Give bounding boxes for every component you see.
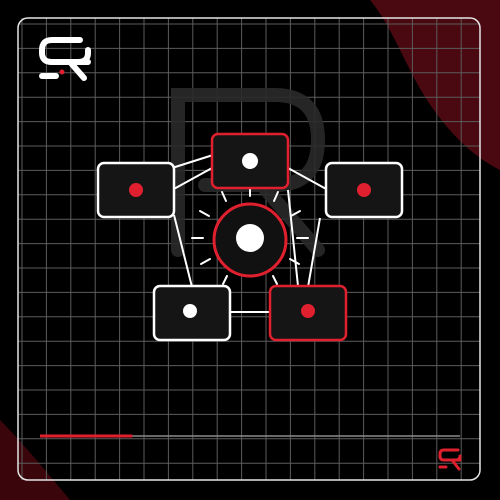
node-bottom-left[interactable]: [152, 284, 232, 342]
red-dot-icon: [129, 183, 143, 197]
connection-lines: [171, 154, 329, 313]
white-dot-icon: [183, 304, 197, 318]
node-bottom-right[interactable]: [268, 284, 348, 342]
qr-monogram-small-icon: [438, 448, 462, 471]
node-top[interactable]: [210, 132, 290, 190]
node-left[interactable]: [96, 161, 176, 219]
red-dot-icon: [301, 304, 315, 318]
red-dot-icon: [357, 183, 371, 197]
node-right[interactable]: [324, 161, 404, 219]
center-hub-icon: [191, 185, 309, 285]
white-dot-icon: [242, 153, 258, 169]
qr-monogram-icon: [39, 37, 91, 81]
top-right-corner-shape: [370, 0, 500, 170]
frame-border: [17, 17, 481, 481]
